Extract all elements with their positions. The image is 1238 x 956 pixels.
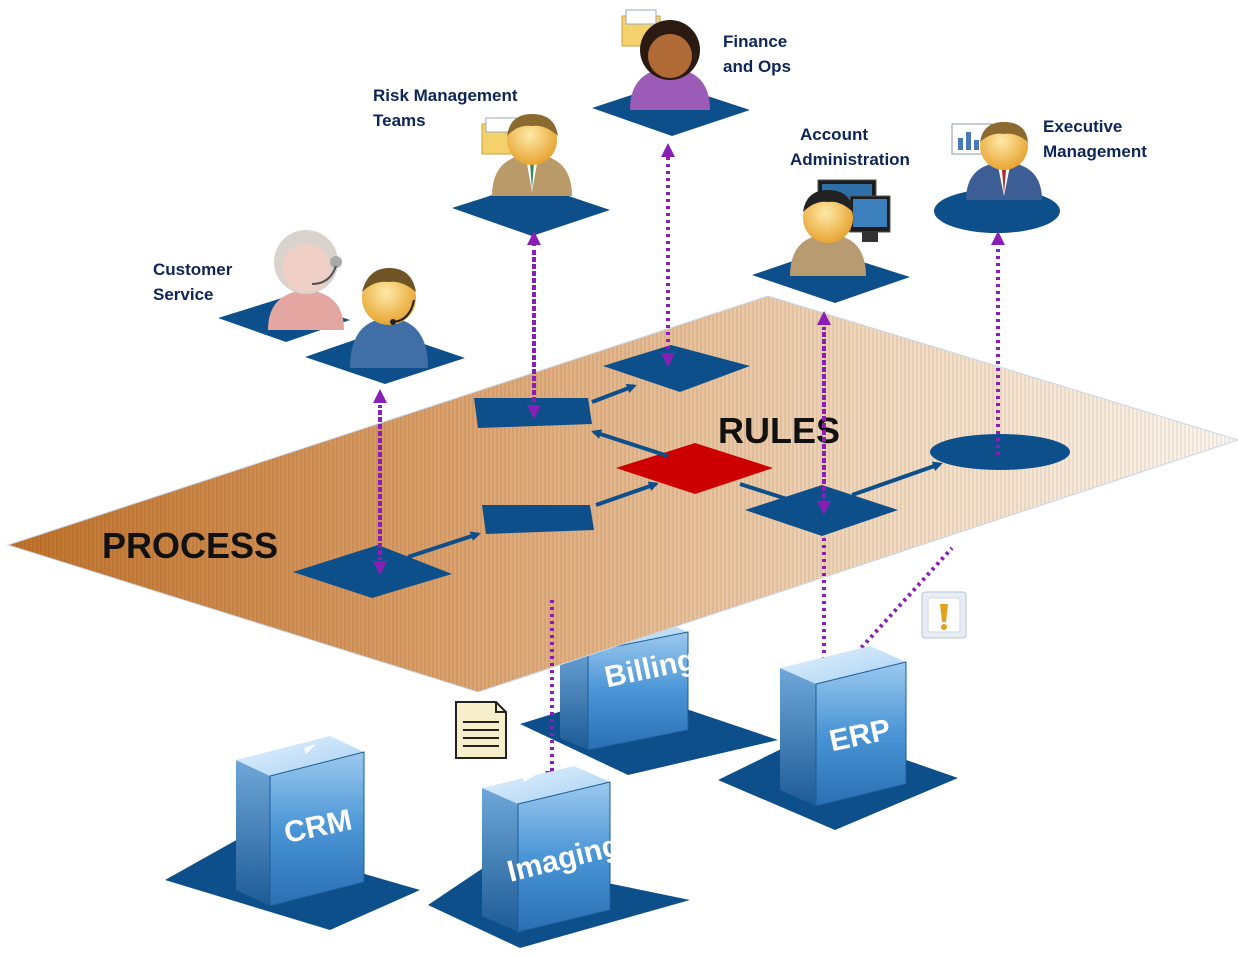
headset-agents-icon[interactable] xyxy=(268,230,428,368)
finance-node[interactable] xyxy=(603,345,750,392)
flow-arrow-task-to-decision xyxy=(595,481,659,507)
risk-review-node[interactable] xyxy=(474,398,592,428)
admin-monitor-icon[interactable] xyxy=(790,179,891,276)
agent-1-figure xyxy=(268,230,344,330)
risk-management-label: Risk Management Teams xyxy=(373,86,522,130)
agent-2-figure xyxy=(350,268,428,368)
risk-management-pad xyxy=(452,183,610,236)
businesswoman-folder-icon[interactable] xyxy=(621,9,710,110)
alert-exclamation-icon[interactable] xyxy=(921,591,967,639)
finance-ops-label: Finance and Ops xyxy=(723,32,792,76)
process-start-node[interactable] xyxy=(293,545,452,598)
flow-arrow-admin-to-executive xyxy=(851,461,943,497)
crm-server-icon[interactable]: CRM xyxy=(236,736,365,907)
rules-decision-node[interactable] xyxy=(616,443,773,494)
process-task-node[interactable] xyxy=(482,505,594,534)
imaging-server-icon[interactable]: Imaging xyxy=(482,766,623,933)
erp-server-icon[interactable]: ERP xyxy=(780,646,907,807)
executive-chart-icon[interactable] xyxy=(951,122,1042,200)
businessman-folder-icon[interactable] xyxy=(481,114,572,196)
flow-arrow-decision-to-risk xyxy=(591,429,669,458)
customer-service-label: Customer Service xyxy=(153,260,237,304)
executive-management-label: Executive Management xyxy=(1043,117,1147,161)
process-label: PROCESS xyxy=(102,525,278,566)
monitor-icon xyxy=(817,179,891,242)
account-administration-label: Account Administration xyxy=(790,125,910,169)
rules-label: RULES xyxy=(718,410,840,451)
flow-arrow-risk-to-finance xyxy=(591,383,637,404)
document-icon[interactable] xyxy=(455,701,507,759)
flow-line-decision-to-admin xyxy=(739,482,791,502)
flow-arrow-start-to-task xyxy=(407,531,481,559)
